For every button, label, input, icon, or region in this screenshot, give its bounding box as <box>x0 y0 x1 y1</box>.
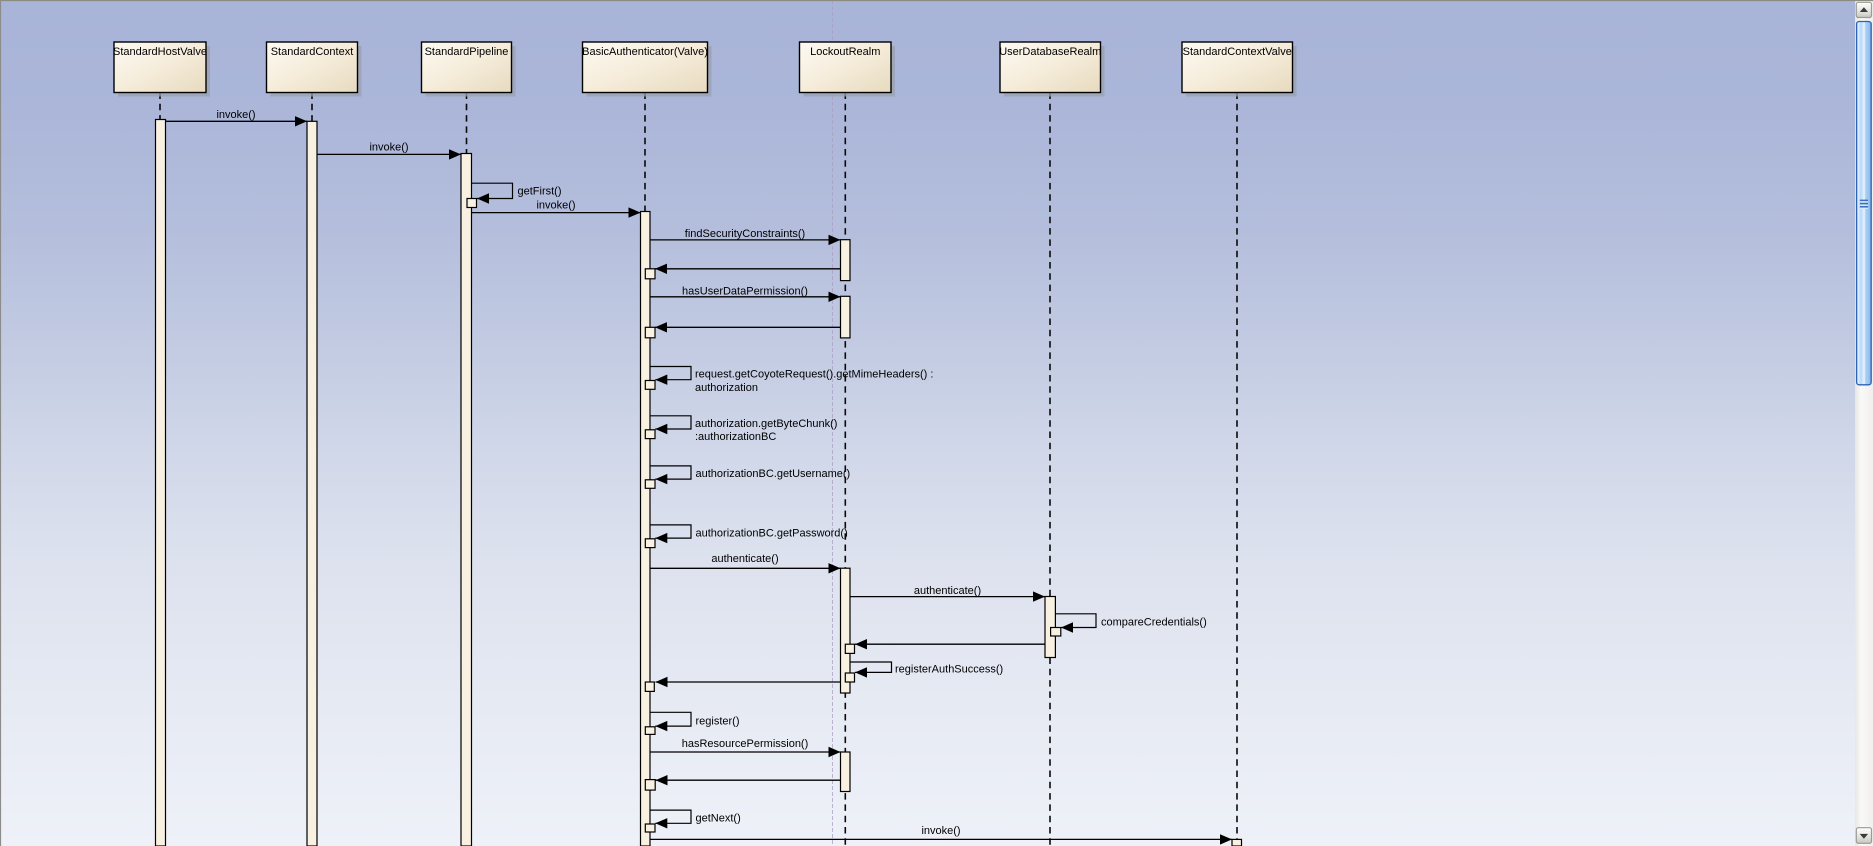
svg-text:invoke(): invoke() <box>921 825 960 837</box>
svg-text:StandardContext: StandardContext <box>271 46 354 58</box>
svg-text:invoke(): invoke() <box>536 200 575 212</box>
svg-text:hasUserDataPermission(): hasUserDataPermission() <box>682 286 808 298</box>
svg-text:invoke(): invoke() <box>369 142 408 154</box>
svg-text:authorization: authorization <box>695 382 758 394</box>
svg-text:BasicAuthenticator(Valve): BasicAuthenticator(Valve) <box>582 46 708 58</box>
svg-text:StandardPipeline: StandardPipeline <box>425 46 509 58</box>
svg-text:authorizationBC.getUsername(): authorizationBC.getUsername() <box>696 468 851 480</box>
svg-text:registerAuthSuccess(): registerAuthSuccess() <box>895 664 1003 676</box>
svg-text:request.getCoyoteRequest().get: request.getCoyoteRequest().getMimeHeader… <box>695 369 933 381</box>
svg-text:UserDatabaseRealm: UserDatabaseRealm <box>999 46 1101 58</box>
svg-text:getNext(): getNext() <box>696 813 741 825</box>
svg-text:LockoutRealm: LockoutRealm <box>810 46 880 58</box>
svg-text:getFirst(): getFirst() <box>518 186 562 198</box>
svg-text::authorizationBC: :authorizationBC <box>695 431 776 443</box>
svg-text:authorizationBC.getPassword(): authorizationBC.getPassword() <box>696 528 848 540</box>
svg-text:invoke(): invoke() <box>216 109 255 121</box>
svg-text:authenticate(): authenticate() <box>711 553 778 565</box>
svg-text:authenticate(): authenticate() <box>914 585 981 597</box>
svg-text:StandardHostValve: StandardHostValve <box>113 46 207 58</box>
svg-text:findSecurityConstraints(): findSecurityConstraints() <box>685 228 805 240</box>
svg-text:register(): register() <box>696 716 740 728</box>
svg-text:hasResourcePermission(): hasResourcePermission() <box>682 738 809 750</box>
svg-text:compareCredentials(): compareCredentials() <box>1101 617 1207 629</box>
svg-text:StandardContextValve: StandardContextValve <box>1183 46 1292 58</box>
svg-text:authorization.getByteChunk(): authorization.getByteChunk() <box>695 418 837 430</box>
